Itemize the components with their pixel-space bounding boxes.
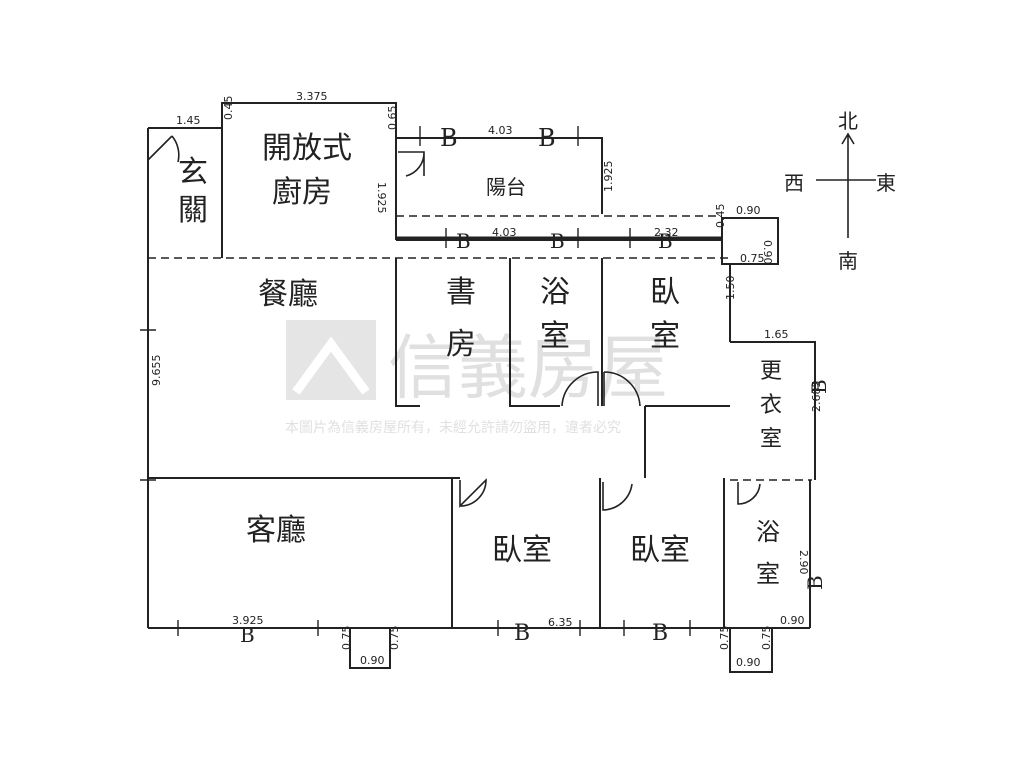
room-closet-2: 衣 [760,393,782,418]
beam-lines [148,215,812,481]
door-bath2 [737,482,761,505]
dim-inner-w2: 2.32 [654,226,679,239]
room-closet-1: 更 [760,359,782,384]
beam-mark-6: B [240,623,255,647]
dim-bath-w: 0.90 [780,614,805,627]
beam-mark-8: B [652,621,668,646]
dim-small-h: 0.45 [714,204,727,229]
compass-west: 西 [784,171,804,195]
dim-bottom-box1-h2: 0.75 [388,626,401,651]
compass-south: 南 [838,249,858,273]
dim-closet-h: 2.685 [810,381,823,413]
room-kitchen-1: 開放式 [262,131,352,166]
dim-box-h2: 0.75 [740,252,765,265]
dim-balcony-h-left: 1.925 [375,182,388,214]
door-foyer [147,135,180,163]
dim-balcony-w: 4.03 [488,124,513,137]
room-bedroom1-1: 臥 [650,275,680,310]
dim-balcony-h-right: 1.925 [602,161,615,193]
room-study-1: 書 [446,275,476,310]
dim-left-total: 9.655 [150,355,163,387]
dim-top-kitchen: 3.375 [296,90,328,103]
room-closet-3: 室 [760,427,782,452]
beam-mark-1: B [440,124,458,152]
dim-box-h: 0.90 [761,240,774,265]
compass-arrow-icon [816,132,876,238]
door-kitchen [398,151,425,177]
compass-north: 北 [838,109,858,133]
beam-mark-5: B [658,229,673,253]
dim-kitchen-v2: 0.65 [386,106,399,131]
room-study-2: 房 [446,327,476,362]
room-foyer-2: 關 [178,193,208,228]
dim-inner-w: 4.03 [492,226,517,239]
room-bath1-2: 室 [540,319,570,354]
room-bath1-1: 浴 [540,275,570,310]
door-bedroom1 [603,371,641,407]
beam-mark-3: B [456,229,471,253]
room-living: 客廳 [246,513,306,548]
dim-bottom-rooms: 6.35 [548,616,573,629]
room-bedroom3: 臥室 [630,533,690,568]
dim-bottom-box2-w: 0.90 [736,656,761,669]
beam-marks: B B B B B B B B B B [240,124,831,647]
dim-right-h: 1.50 [724,276,737,301]
room-bath2-1: 浴 [756,518,780,546]
walls [147,102,816,673]
beam-mark-7: B [514,621,530,646]
room-labels: 玄 關 開放式 廚房 陽台 餐廳 書 房 浴 室 臥 室 更 衣 室 客廳 臥室… [178,131,782,588]
dim-kitchen-v: 0.45 [222,96,235,121]
dimensions: 3.375 1.45 0.45 0.65 4.03 1.925 1.925 4.… [150,90,823,669]
door-bedroom3 [602,482,633,511]
dim-bottom-box1-w: 0.90 [360,654,385,667]
doors [147,135,761,511]
watermark: 信義房屋 本圖片為信義房屋所有，未經允許請勿盜用，違者必究 [285,320,668,436]
room-foyer-1: 玄 [178,155,208,190]
dim-bottom-box1-h: 0.75 [340,626,353,651]
beam-mark-10: B [803,575,827,590]
door-bedroom2 [459,478,487,508]
room-dining: 餐廳 [258,277,318,312]
watermark-notice: 本圖片為信義房屋所有，未經允許請勿盜用，違者必究 [285,419,621,436]
dim-ticks [140,126,691,636]
beam-mark-9: B [807,379,831,394]
compass-east: 東 [876,171,896,195]
room-bath2-2: 室 [756,560,780,588]
compass: 北 南 東 西 [784,109,896,273]
room-kitchen-2: 廚房 [272,175,332,210]
dim-bath-h: 2.90 [797,550,810,575]
room-bedroom1-2: 室 [650,319,680,354]
room-balcony: 陽台 [486,175,526,199]
watermark-brand: 信義房屋 [388,327,668,409]
dim-bottom-box2-h2: 0.75 [760,626,773,651]
dim-top-foyer: 1.45 [176,114,201,127]
room-bedroom2: 臥室 [492,533,552,568]
beam-mark-4: B [550,229,565,253]
dim-box-w: 0.90 [736,204,761,217]
dim-closet-w: 1.65 [764,328,789,341]
door-bath1 [561,371,599,407]
beam-mark-2: B [538,124,556,152]
dim-bottom-box2-h: 0.75 [718,626,731,651]
dim-bottom-living: 3.925 [232,614,264,627]
